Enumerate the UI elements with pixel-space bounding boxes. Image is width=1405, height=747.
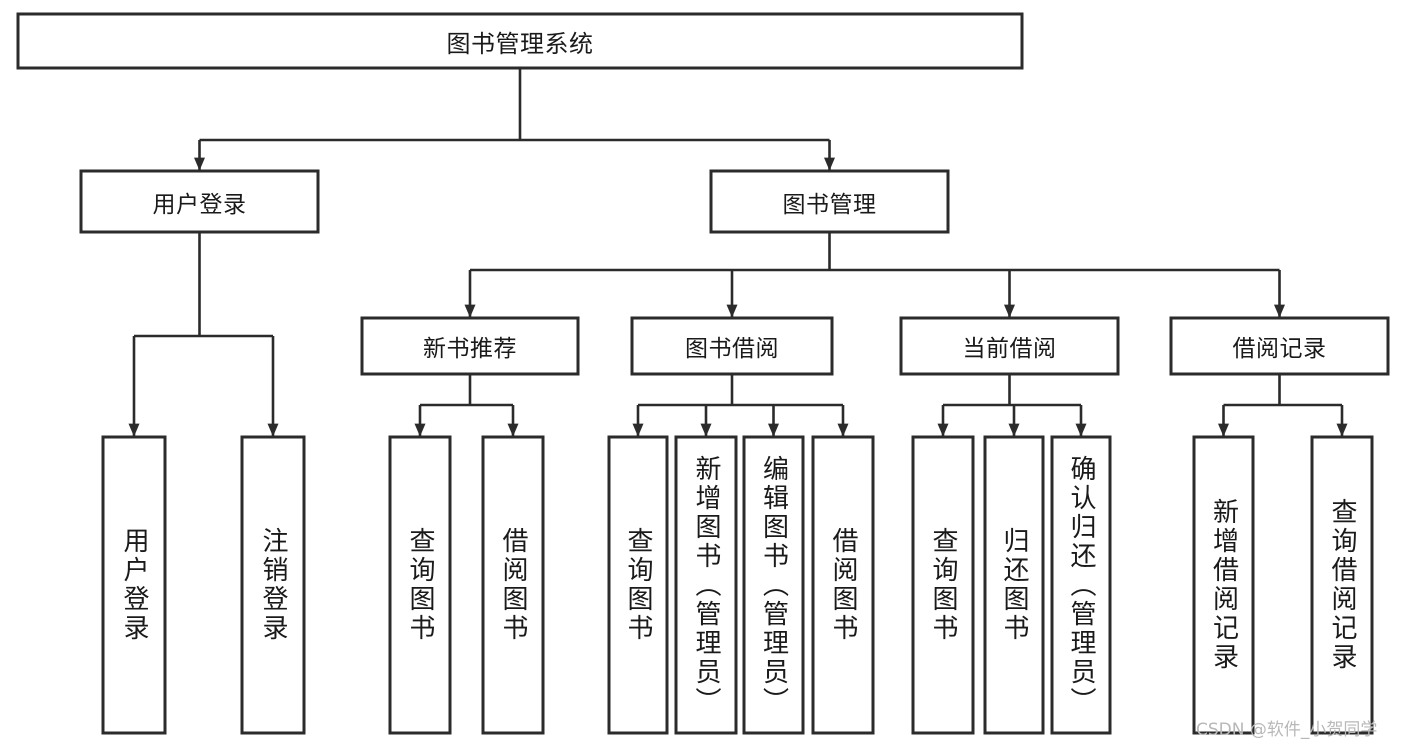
node-box-leaf-return-book[interactable] (983, 435, 1045, 735)
node-box-leaf-user-login[interactable] (101, 435, 167, 735)
node-box-current-borrow[interactable] (899, 316, 1120, 376)
node-box-leaf-query-book-3[interactable] (911, 435, 975, 735)
node-box-new-book-recommend[interactable] (360, 316, 580, 376)
node-box-leaf-user-logout[interactable] (240, 435, 306, 735)
node-box-leaf-add-book[interactable] (674, 435, 738, 735)
node-box-leaf-borrow-book-1[interactable] (481, 435, 545, 735)
root-node-box[interactable] (16, 12, 1024, 70)
node-box-user-login[interactable] (79, 169, 320, 234)
node-box-book-borrow[interactable] (630, 316, 834, 376)
node-box-leaf-query-record[interactable] (1310, 435, 1374, 735)
node-box-leaf-confirm-return[interactable] (1050, 435, 1112, 735)
node-box-leaf-query-book-1[interactable] (388, 435, 452, 735)
node-box-leaf-borrow-book-2[interactable] (811, 435, 875, 735)
node-box-book-management[interactable] (709, 169, 950, 234)
boxes-layer (16, 12, 1390, 735)
node-box-leaf-edit-book[interactable] (742, 435, 805, 735)
node-box-leaf-query-book-2[interactable] (607, 435, 669, 735)
node-box-borrow-record[interactable] (1169, 316, 1390, 376)
connectors-layer (128, 68, 1348, 437)
node-box-leaf-add-record[interactable] (1192, 435, 1255, 735)
